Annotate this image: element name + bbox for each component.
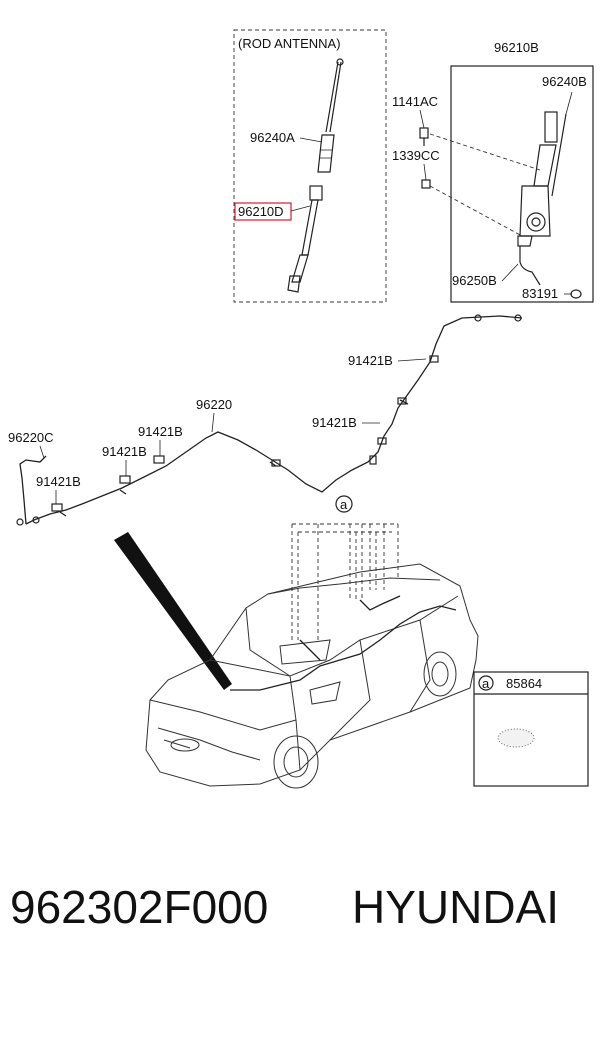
- feeder-cable-line: [25, 315, 523, 525]
- callout-a-circle: [335, 495, 353, 513]
- label-91421B-middle: 91421B: [312, 415, 357, 430]
- bolt-1141AC: [419, 127, 429, 146]
- rod-antenna-title: (ROD ANTENNA): [238, 36, 341, 51]
- pad-85864: [497, 728, 535, 748]
- legend-box: a 85864: [473, 671, 589, 787]
- callout-a-label: a: [340, 497, 348, 512]
- parts-diagram: (ROD ANTENNA) 96240A 96210D 96210B 96240…: [8, 29, 594, 789]
- highlight-96210D: [234, 202, 292, 221]
- brand-name: HYUNDAI: [352, 881, 560, 933]
- label-91421B-left-top: 91421B: [138, 424, 183, 439]
- label-96250B: 96250B: [452, 273, 497, 288]
- label-96210B: 96210B: [494, 40, 539, 55]
- label-83191: 83191: [522, 286, 558, 301]
- power-antenna-group: 96210B 96240B 1141AC 1339CC 96250B 83191: [392, 40, 594, 303]
- grommet-83191: [570, 289, 582, 299]
- part-number: 962302F000: [10, 881, 269, 933]
- legend-a-label: a: [482, 676, 490, 691]
- label-96220C: 96220C: [8, 430, 54, 445]
- legend-frame: [473, 671, 589, 787]
- label-96210D: 96210D: [238, 204, 284, 219]
- label-96220: 96220: [196, 397, 232, 412]
- label-85864: 85864: [506, 676, 542, 691]
- rod-antenna-group: (ROD ANTENNA) 96240A 96210D: [233, 29, 387, 303]
- rod-antenna-box: [233, 29, 387, 303]
- feeder-cable: [16, 314, 523, 526]
- footer: 962302F000 HYUNDAI: [0, 880, 600, 950]
- cable-96250B: [519, 246, 541, 286]
- rod-antenna-mast: [317, 58, 344, 173]
- nut-1339CC: [421, 179, 431, 189]
- rod-antenna-base: [287, 185, 323, 293]
- grommet-leaders: [291, 523, 399, 640]
- label-91421B-left-mid: 91421B: [102, 444, 147, 459]
- power-antenna-box: [450, 65, 594, 303]
- car-illustration: [145, 563, 479, 789]
- label-91421B-left-low: 91421B: [36, 474, 81, 489]
- legend-a-circle: [478, 675, 494, 691]
- label-96240B: 96240B: [542, 74, 587, 89]
- label-1141AC: 1141AC: [392, 94, 438, 109]
- power-antenna-motor: [517, 111, 567, 247]
- label-96240A: 96240A: [250, 130, 295, 145]
- label-1339CC: 1339CC: [392, 148, 440, 163]
- label-91421B-upper: 91421B: [348, 353, 393, 368]
- pointer-arrow: [114, 532, 232, 690]
